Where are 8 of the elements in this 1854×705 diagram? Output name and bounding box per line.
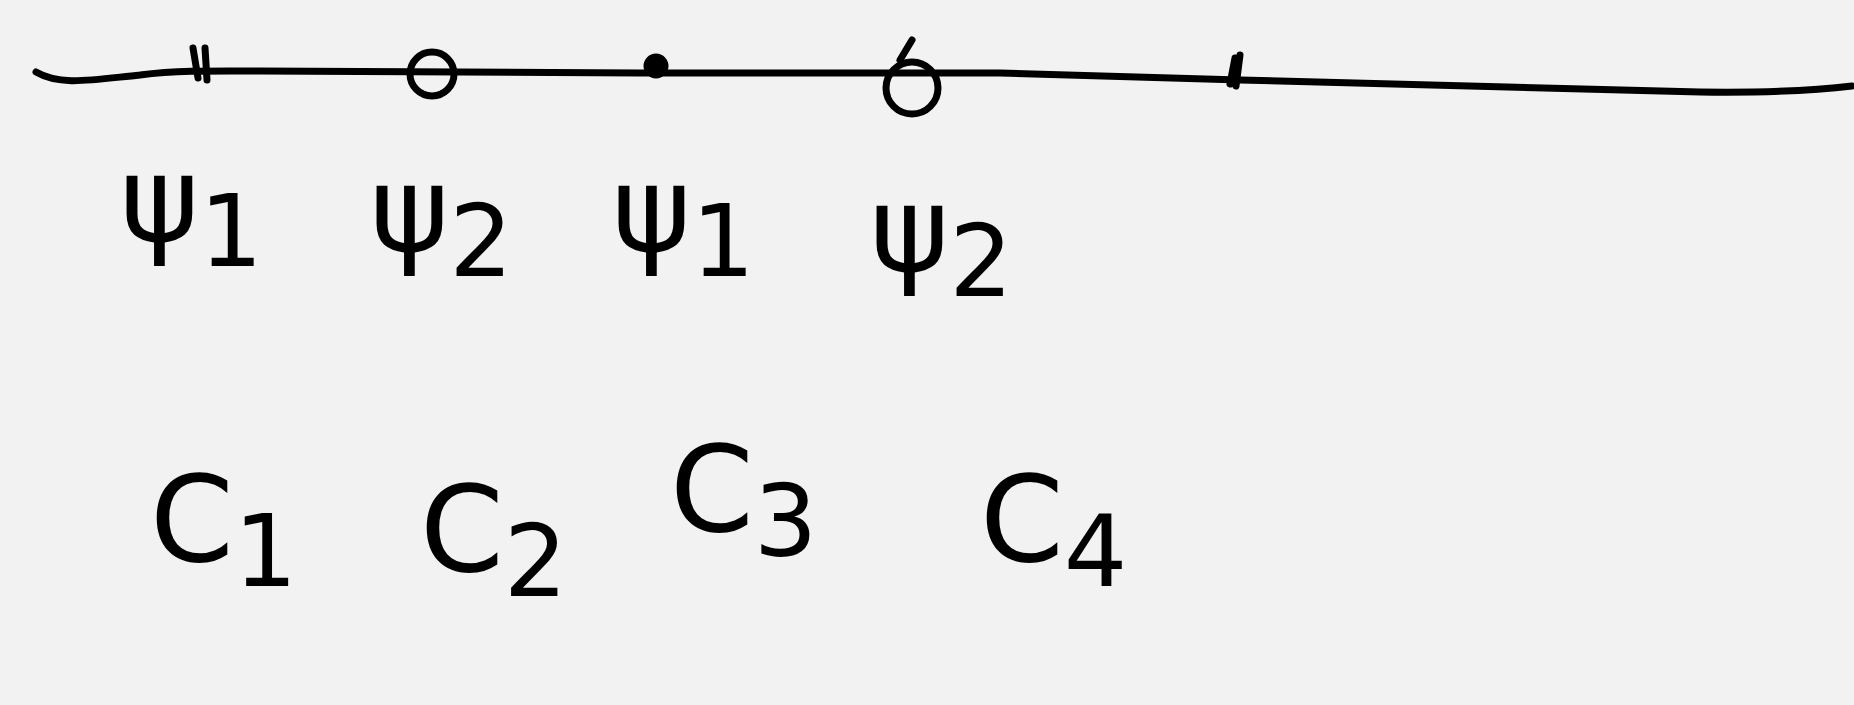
variable-label: C$_{4}$: [980, 460, 1128, 602]
greek-letter-label: ψ$_{2}$: [370, 150, 513, 292]
variable-label: C$_{3}$: [670, 430, 818, 572]
greek-letter-label: ψ$_{1}$: [120, 140, 263, 282]
greek-letter-label: ψ$_{2}$: [870, 170, 1013, 312]
variable-label: C$_{2}$: [420, 470, 568, 612]
variable-label: C$_{1}$: [150, 460, 298, 602]
greek-letter-label: ψ$_{1}$: [612, 150, 755, 292]
